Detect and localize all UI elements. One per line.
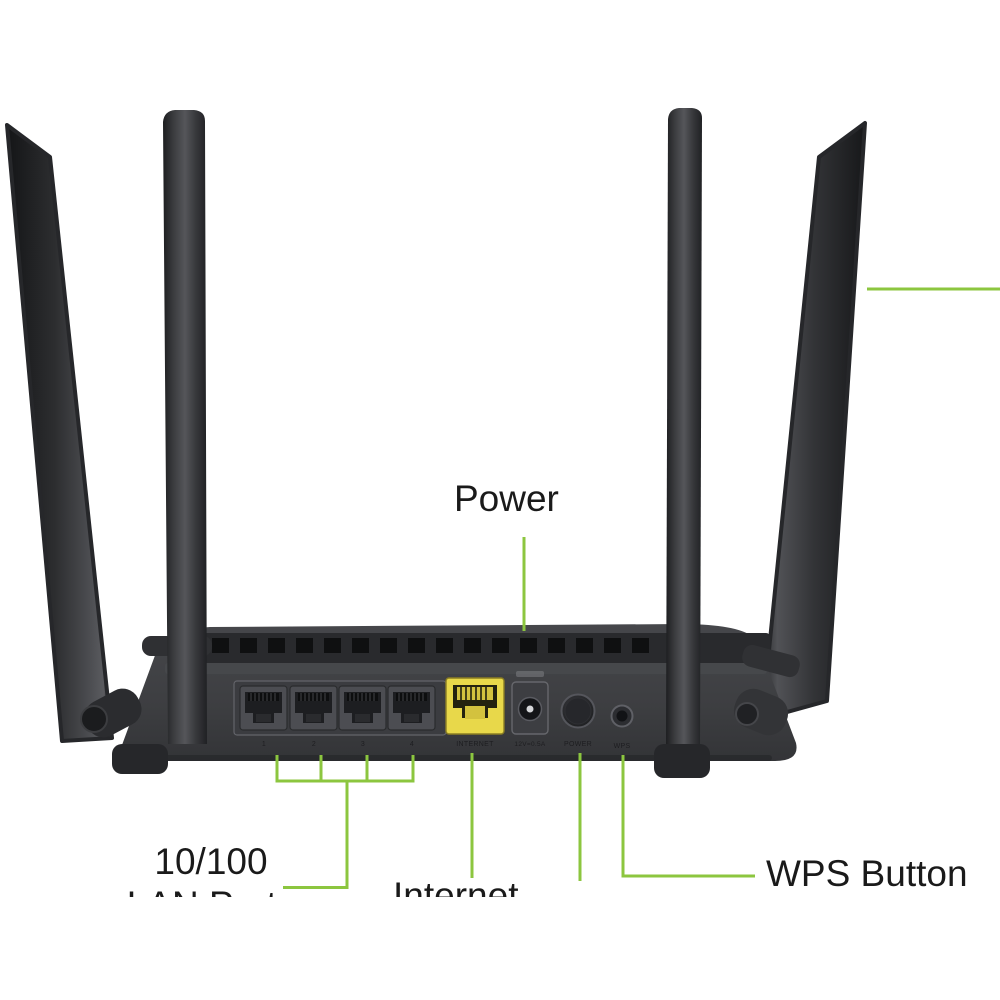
antenna-far-left: [5, 123, 114, 743]
antenna-far-right: [760, 121, 867, 721]
lan-port-2: [289, 685, 338, 731]
wps-button[interactable]: [610, 704, 634, 728]
lan-3-label: 3: [361, 741, 365, 748]
power-jack: [511, 671, 549, 735]
panel-labels: 1 2 3 4 INTERNET 12V=0.5A POWER WPS: [262, 741, 631, 750]
internet-port-label: INTERNET: [456, 741, 494, 748]
power-callout-label: Power: [454, 478, 559, 519]
antenna-mid-right: [666, 108, 702, 749]
lan-callout-label: 10/100 LAN Ports: [118, 840, 304, 897]
lan-2-label: 2: [312, 741, 316, 748]
lan-port-1: [239, 685, 288, 731]
lan-port-panel: [233, 680, 447, 736]
lan-1-label: 1: [262, 741, 266, 748]
antenna-mid-left: [163, 110, 207, 744]
lan-port-3: [338, 685, 387, 731]
lan-port-4: [387, 685, 436, 731]
power-jack-label: 12V=0.5A: [514, 741, 545, 748]
router-feet: [112, 744, 710, 778]
lan-4-label: 4: [410, 741, 414, 748]
wps-callout-line: [621, 755, 755, 878]
polarity-marking: [516, 671, 544, 677]
wps-callout-label: WPS Button: [766, 853, 968, 894]
antenna-hinge-right: [733, 644, 800, 736]
wps-button-label: WPS: [614, 743, 631, 750]
vent-slots: [212, 638, 649, 653]
lan-callout-line1: 10/100: [154, 841, 268, 882]
callout-lines: [275, 287, 1000, 889]
lan-callout-bracket: [275, 755, 415, 889]
internet-port: [445, 677, 505, 735]
power-button-label: POWER: [564, 741, 592, 748]
power-button[interactable]: [560, 693, 596, 729]
internet-callout-text: Internet: [393, 875, 519, 897]
internet-callout-label: Internet: [393, 874, 523, 897]
lan-callout-line2: LAN Ports: [118, 883, 304, 897]
